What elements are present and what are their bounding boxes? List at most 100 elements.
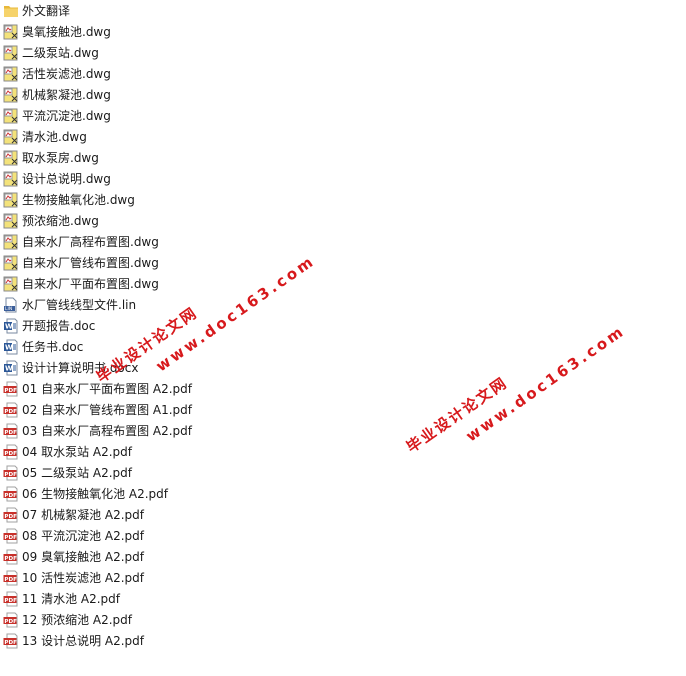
file-name: 生物接触氧化池.dwg bbox=[22, 193, 135, 207]
svg-text:PDF: PDF bbox=[4, 472, 17, 478]
svg-text:W: W bbox=[5, 344, 13, 352]
file-item[interactable]: PDF 05 二级泵站 A2.pdf bbox=[3, 463, 403, 483]
pdf-file-icon: PDF bbox=[3, 381, 19, 397]
svg-text:PDF: PDF bbox=[4, 619, 17, 625]
file-item[interactable]: 预浓缩池.dwg bbox=[3, 211, 403, 231]
dwg-file-icon bbox=[3, 87, 19, 103]
file-item[interactable]: 二级泵站.dwg bbox=[3, 43, 403, 63]
file-name: 06 生物接触氧化池 A2.pdf bbox=[22, 487, 169, 501]
file-item[interactable]: 平流沉淀池.dwg bbox=[3, 106, 403, 126]
file-name: 开题报告.doc bbox=[22, 319, 96, 333]
file-name: 09 臭氧接触池 A2.pdf bbox=[22, 550, 145, 564]
file-name: 设计总说明.dwg bbox=[22, 172, 111, 186]
file-item[interactable]: PDF 12 预浓缩池 A2.pdf bbox=[3, 610, 403, 630]
file-item[interactable]: W 任务书.doc bbox=[3, 337, 403, 357]
dwg-file-icon bbox=[3, 192, 19, 208]
file-name: 13 设计总说明 A2.pdf bbox=[22, 634, 145, 648]
watermark-2: 毕业设计论文网 www.doc163.com bbox=[402, 299, 629, 476]
file-item[interactable]: PDF 06 生物接触氧化池 A2.pdf bbox=[3, 484, 403, 504]
file-name: 11 清水池 A2.pdf bbox=[22, 592, 121, 606]
file-name: 二级泵站.dwg bbox=[22, 46, 99, 60]
file-name: 03 自来水厂高程布置图 A2.pdf bbox=[22, 424, 193, 438]
word-file-icon: W bbox=[3, 339, 19, 355]
file-name: 设计计算说明书.docx bbox=[22, 361, 139, 375]
file-item[interactable]: PDF 02 自来水厂管线布置图 A1.pdf bbox=[3, 400, 403, 420]
file-name: 平流沉淀池.dwg bbox=[22, 109, 111, 123]
dwg-file-icon bbox=[3, 255, 19, 271]
file-name: 任务书.doc bbox=[22, 340, 84, 354]
pdf-file-icon: PDF bbox=[3, 507, 19, 523]
file-name: 自来水厂管线布置图.dwg bbox=[22, 256, 159, 270]
file-item[interactable]: PDF 03 自来水厂高程布置图 A2.pdf bbox=[3, 421, 403, 441]
file-name: 01 自来水厂平面布置图 A2.pdf bbox=[22, 382, 193, 396]
file-item[interactable]: 取水泵房.dwg bbox=[3, 148, 403, 168]
pdf-file-icon: PDF bbox=[3, 444, 19, 460]
file-name: 外文翻译 bbox=[22, 4, 71, 18]
dwg-file-icon bbox=[3, 129, 19, 145]
file-item[interactable]: 生物接触氧化池.dwg bbox=[3, 190, 403, 210]
file-item[interactable]: LIN 水厂管线线型文件.lin bbox=[3, 295, 403, 315]
pdf-file-icon: PDF bbox=[3, 528, 19, 544]
pdf-file-icon: PDF bbox=[3, 633, 19, 649]
file-item[interactable]: 臭氧接触池.dwg bbox=[3, 22, 403, 42]
svg-text:PDF: PDF bbox=[4, 598, 17, 604]
dwg-file-icon bbox=[3, 108, 19, 124]
dwg-file-icon bbox=[3, 24, 19, 40]
dwg-file-icon bbox=[3, 234, 19, 250]
file-item[interactable]: 外文翻译 bbox=[3, 1, 403, 21]
svg-text:PDF: PDF bbox=[4, 556, 17, 562]
file-item[interactable]: PDF 04 取水泵站 A2.pdf bbox=[3, 442, 403, 462]
dwg-file-icon bbox=[3, 45, 19, 61]
pdf-file-icon: PDF bbox=[3, 402, 19, 418]
svg-text:PDF: PDF bbox=[4, 451, 17, 457]
file-name: 08 平流沉淀池 A2.pdf bbox=[22, 529, 145, 543]
dwg-file-icon bbox=[3, 276, 19, 292]
file-name: 预浓缩池.dwg bbox=[22, 214, 99, 228]
dwg-file-icon bbox=[3, 66, 19, 82]
file-item[interactable]: 活性炭滤池.dwg bbox=[3, 64, 403, 84]
svg-text:PDF: PDF bbox=[4, 493, 17, 499]
pdf-file-icon: PDF bbox=[3, 486, 19, 502]
file-name: 自来水厂平面布置图.dwg bbox=[22, 277, 159, 291]
dwg-file-icon bbox=[3, 213, 19, 229]
file-name: 取水泵房.dwg bbox=[22, 151, 99, 165]
pdf-file-icon: PDF bbox=[3, 612, 19, 628]
file-item[interactable]: 机械絮凝池.dwg bbox=[3, 85, 403, 105]
file-item[interactable]: 自来水厂高程布置图.dwg bbox=[3, 232, 403, 252]
file-name: 04 取水泵站 A2.pdf bbox=[22, 445, 133, 459]
svg-text:PDF: PDF bbox=[4, 577, 17, 583]
svg-text:PDF: PDF bbox=[4, 640, 17, 646]
dwg-file-icon bbox=[3, 150, 19, 166]
file-name: 12 预浓缩池 A2.pdf bbox=[22, 613, 133, 627]
file-item[interactable]: PDF 13 设计总说明 A2.pdf bbox=[3, 631, 403, 651]
folder-icon bbox=[3, 3, 19, 19]
pdf-file-icon: PDF bbox=[3, 423, 19, 439]
word-file-icon: W bbox=[3, 360, 19, 376]
file-name: 机械絮凝池.dwg bbox=[22, 88, 111, 102]
file-item[interactable]: PDF 09 臭氧接触池 A2.pdf bbox=[3, 547, 403, 567]
watermark-2-title: 毕业设计论文网 bbox=[403, 373, 511, 457]
file-name: 02 自来水厂管线布置图 A1.pdf bbox=[22, 403, 193, 417]
file-name: 05 二级泵站 A2.pdf bbox=[22, 466, 133, 480]
file-item[interactable]: 自来水厂管线布置图.dwg bbox=[3, 253, 403, 273]
watermark-2-url: www.doc163.com bbox=[462, 321, 629, 446]
svg-text:LIN: LIN bbox=[5, 306, 12, 312]
svg-text:PDF: PDF bbox=[4, 409, 17, 415]
dwg-file-icon bbox=[3, 171, 19, 187]
file-name: 活性炭滤池.dwg bbox=[22, 67, 111, 81]
file-item[interactable]: 设计总说明.dwg bbox=[3, 169, 403, 189]
file-item[interactable]: PDF 07 机械絮凝池 A2.pdf bbox=[3, 505, 403, 525]
file-item[interactable]: 清水池.dwg bbox=[3, 127, 403, 147]
file-name: 自来水厂高程布置图.dwg bbox=[22, 235, 159, 249]
svg-text:PDF: PDF bbox=[4, 430, 17, 436]
file-item[interactable]: PDF 11 清水池 A2.pdf bbox=[3, 589, 403, 609]
svg-text:PDF: PDF bbox=[4, 514, 17, 520]
file-item[interactable]: 自来水厂平面布置图.dwg bbox=[3, 274, 403, 294]
file-name: 水厂管线线型文件.lin bbox=[22, 298, 137, 312]
file-name: 07 机械絮凝池 A2.pdf bbox=[22, 508, 145, 522]
